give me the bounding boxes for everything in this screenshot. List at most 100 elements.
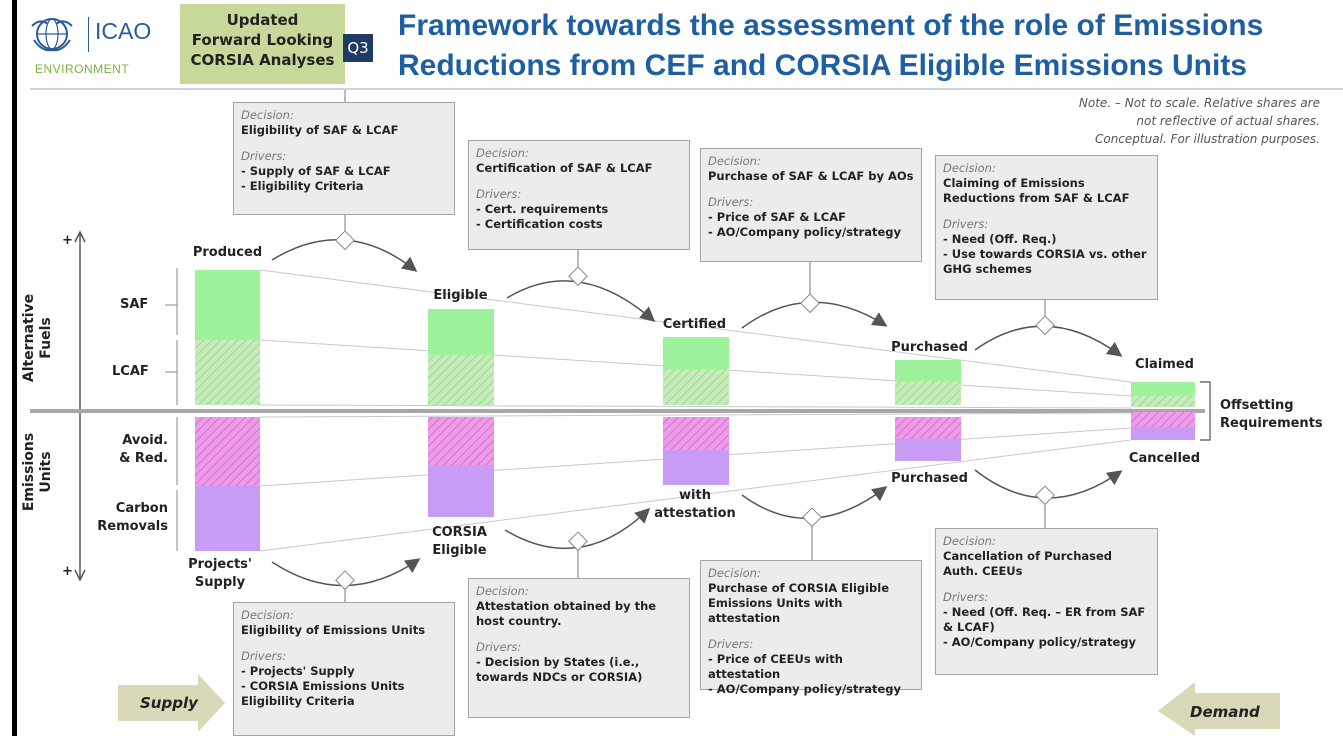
stage-label-cancelled: Cancelled [1128, 451, 1201, 466]
stage-label-projects-supply: Projects' Supply [175, 556, 265, 592]
decision-label: Decision: [241, 608, 294, 622]
drivers-list: - Supply of SAF & LCAF - Eligibility Cri… [241, 164, 447, 194]
decision-label: Decision: [241, 108, 294, 122]
axis-plus-bottom: + [62, 564, 73, 579]
note-line: Conceptual. For illustration purposes. [1094, 132, 1320, 146]
section-label-alt-fuels: Alternative Fuels [21, 293, 54, 383]
drivers-list: - Price of SAF & LCAF - AO/Company polic… [708, 210, 914, 240]
decision-diamond [800, 293, 820, 314]
drivers-label: Drivers: [476, 640, 522, 654]
bar-cancelled-avoid [1131, 412, 1195, 427]
bar-eligible-removals [428, 465, 494, 517]
driver-item: - Certification costs [476, 217, 603, 231]
decision-label: Decision: [708, 566, 761, 580]
row-label-avoid-line: Avoid. [122, 433, 168, 448]
drivers-list: - Decision by States (i.e., towards NDCs… [476, 655, 682, 685]
title-line: Reductions from CEF and CORSIA Eligible … [398, 49, 1247, 82]
updated-line: Forward Looking [191, 31, 334, 49]
drivers-label: Drivers: [241, 649, 287, 663]
offsetting-line: Requirements [1220, 416, 1323, 431]
driver-item: - Decision by States (i.e., towards NDCs… [476, 655, 643, 684]
bar-eligible-avoid [428, 417, 494, 465]
note-line: Note. – Not to scale. Relative shares ar… [1078, 96, 1320, 110]
bar-produced-saf [195, 270, 260, 340]
driver-item: - Eligibility Criteria [241, 179, 364, 193]
bar-supply-avoid [195, 417, 260, 486]
drivers-list: - Need (Off. Req. – ER from SAF & LCAF) … [943, 605, 1150, 650]
title-line: Framework towards the assessment of the … [398, 9, 1264, 42]
decision-label: Decision: [943, 534, 996, 548]
decision-label: Decision: [476, 146, 529, 160]
driver-item: - AO/Company policy/strategy [943, 635, 1136, 649]
updated-line: CORSIA Analyses [190, 51, 335, 69]
decision-box-certification: Decision: Certification of SAF & LCAF Dr… [468, 140, 690, 250]
row-label-removals-line: Removals [97, 519, 168, 534]
decision-text: Cancellation of Purchased Auth. CEEUs [943, 549, 1113, 578]
logo-subtext: ENVIRONMENT [35, 62, 130, 76]
decision-diamond [335, 570, 355, 591]
stage-label-line: with [679, 488, 711, 503]
stage-label-line: Projects' [188, 557, 252, 572]
bar-purchased-removals [895, 439, 961, 461]
stage-label-line: attestation [654, 506, 736, 521]
demand-arrow-shape [1158, 682, 1280, 736]
driver-item: - Cert. requirements [476, 202, 609, 216]
stage-label-line: Eligible [432, 543, 487, 558]
bar-claimed-saf [1131, 382, 1195, 396]
driver-item: - Use towards CORSIA vs. other GHG schem… [943, 247, 1147, 276]
bar-certified-saf [663, 337, 729, 369]
offsetting-line: Offsetting [1220, 398, 1294, 413]
decision-diamond [1035, 485, 1055, 506]
driver-item: - Price of CEEUs with attestation [708, 652, 843, 681]
decision-box-eligibility-fuels: Decision: Eligibility of SAF & LCAF Driv… [233, 102, 455, 215]
bar-attestation-removals [663, 450, 729, 485]
row-label-saf: SAF [120, 297, 149, 312]
decision-label: Decision: [943, 161, 996, 175]
row-label-removals: Carbon Removals [95, 500, 168, 536]
section-label-emissions-units: Emissions Units [21, 432, 54, 512]
driver-item: - AO/Company policy/strategy [708, 682, 901, 696]
drivers-label: Drivers: [241, 149, 287, 163]
decision-diamond [335, 230, 355, 251]
supply-arrow-shape [118, 674, 225, 732]
offsetting-brace [1200, 381, 1211, 441]
row-label-removals-line: Carbon [115, 501, 168, 516]
drivers-list: - Projects' Supply - CORSIA Emissions Un… [241, 664, 447, 709]
bar-supply-removals [195, 486, 260, 551]
logo-text: ICAO [95, 18, 152, 44]
axis-plus-top: + [62, 233, 73, 248]
bar-produced-lcaf [195, 340, 260, 405]
bar-claimed-lcaf [1131, 396, 1195, 407]
decision-box-purchase-fuels: Decision: Purchase of SAF & LCAF by AOs … [700, 148, 922, 262]
decision-diamond [1035, 315, 1055, 336]
bar-purchased-saf [895, 360, 961, 381]
drivers-label: Drivers: [943, 217, 989, 231]
supply-arrow-label: Supply [140, 694, 198, 712]
stage-label-line: CORSIA [432, 525, 487, 540]
stage-label-purchased-bottom: Purchased [891, 471, 968, 486]
stage-label-purchased-top: Purchased [891, 340, 968, 355]
decision-box-eligibility-units: Decision: Eligibility of Emissions Units… [233, 602, 455, 736]
decision-text: Purchase of CORSIA Eligible Emissions Un… [708, 581, 890, 625]
decision-diamond [568, 531, 588, 552]
decision-box-cancellation: Decision: Cancellation of Purchased Auth… [935, 528, 1158, 675]
decision-box-attestation: Decision: Attestation obtained by the ho… [468, 578, 690, 718]
stage-label-with-attestation: with attestation [640, 487, 750, 523]
driver-item: - Price of SAF & LCAF [708, 210, 846, 224]
decision-diamond [802, 507, 822, 528]
decision-text: Certification of SAF & LCAF [476, 161, 653, 175]
drivers-list: - Cert. requirements - Certification cos… [476, 202, 682, 232]
stage-label-eligible: Eligible [433, 288, 488, 303]
decision-text: Eligibility of SAF & LCAF [241, 123, 399, 137]
offsetting-requirements-label: Offsetting Requirements [1220, 397, 1330, 433]
left-edge-bar [12, 0, 17, 736]
drivers-list: - Price of CEEUs with attestation - AO/C… [708, 652, 914, 697]
decision-box-claiming: Decision: Claiming of Emissions Reductio… [935, 155, 1158, 300]
bar-certified-lcaf [663, 369, 729, 405]
drivers-list: - Need (Off. Req.) - Use towards CORSIA … [943, 232, 1150, 277]
bar-cancelled-removals [1131, 427, 1195, 440]
stage-label-certified: Certified [662, 317, 727, 332]
bar-purchased-avoid [895, 417, 961, 439]
decision-box-purchase-units: Decision: Purchase of CORSIA Eligible Em… [700, 560, 922, 696]
